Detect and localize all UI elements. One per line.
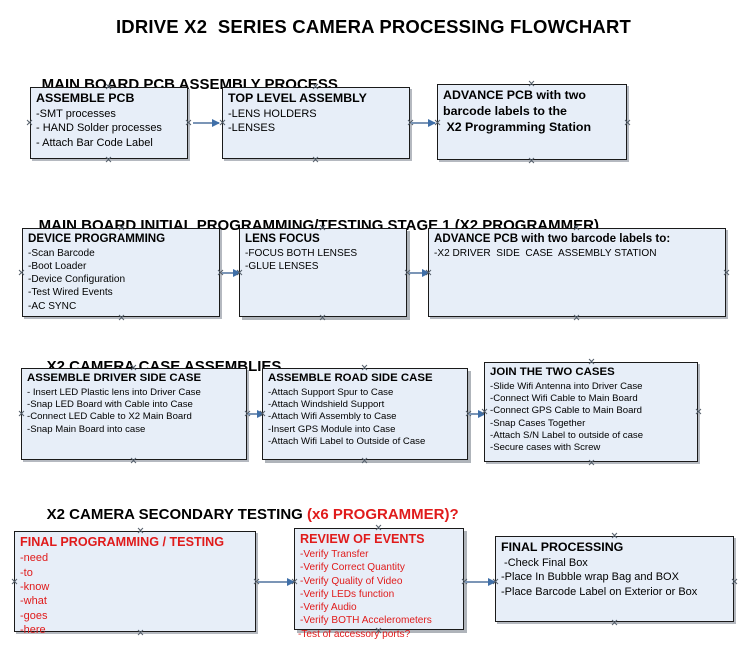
box-advance-pcb-programming-station[interactable]: ADVANCE PCB with two barcode labels to t… xyxy=(437,84,627,160)
page-title: IDRIVE X2 SERIES CAMERA PROCESSING FLOWC… xyxy=(115,16,632,37)
box-line: -know xyxy=(20,580,50,593)
box-lens-focus[interactable]: LENS FOCUS -FOCUS BOTH LENSES -GLUE LENS… xyxy=(239,228,407,317)
box-assemble-pcb[interactable]: ASSEMBLE PCB -SMT processes - HAND Solde… xyxy=(30,87,188,159)
box-line: -Secure cases with Screw xyxy=(490,442,601,454)
box-assemble-driver-side-case[interactable]: ASSEMBLE DRIVER SIDE CASE - Insert LED P… xyxy=(21,368,247,460)
box-title: ADVANCE PCB with two xyxy=(443,88,586,102)
box-title: ASSEMBLE ROAD SIDE CASE xyxy=(268,372,433,384)
arrow-lensfocus-to-advance xyxy=(409,268,430,277)
box-line: -Slide Wifi Antenna into Driver Case xyxy=(490,380,643,392)
box-line: -AC SYNC xyxy=(28,300,77,312)
box-title: LENS FOCUS xyxy=(245,232,320,245)
box-line: -Attach Windshield Support xyxy=(268,399,385,411)
box-join-the-two-cases[interactable]: JOIN THE TWO CASES -Slide Wifi Antenna i… xyxy=(484,362,698,462)
box-line: -Connect LED Cable to X2 Main Board xyxy=(27,411,192,423)
box-line: -Place Barcode Label on Exterior or Box xyxy=(501,585,698,598)
box-line: -Verify LEDs function xyxy=(300,588,395,600)
box-line: X2 Programming Station xyxy=(443,120,592,135)
arrow-driver-to-road xyxy=(248,409,265,418)
box-line: -Connect GPS Cable to Main Board xyxy=(490,405,642,417)
box-line: -Snap Cases Together xyxy=(490,417,586,429)
box-line: -LENSES xyxy=(228,122,276,135)
box-line: -FOCUS BOTH LENSES xyxy=(245,248,358,260)
box-title: ADVANCE PCB with two barcode labels to: xyxy=(434,232,671,245)
box-line: -Attach S/N Label to outside of case xyxy=(490,429,644,441)
box-line: -Boot Loader xyxy=(28,261,87,273)
box-title: FINAL PROGRAMMING / TESTING xyxy=(20,535,225,549)
arrow-device-to-lensfocus xyxy=(222,268,241,277)
box-line: -Attach Wifi Assembly to Case xyxy=(268,411,397,423)
box-line: -Connect Wifi Cable to Main Board xyxy=(490,393,638,405)
box-line: -Verify Audio xyxy=(300,601,357,613)
box-line: - HAND Solder processes xyxy=(36,122,162,135)
box-line: -Verify BOTH Accelerometers xyxy=(300,614,432,626)
box-title: ASSEMBLE PCB xyxy=(36,91,135,105)
box-title: JOIN THE TWO CASES xyxy=(490,366,615,378)
arrow-assemble-to-toplevel xyxy=(193,118,220,127)
box-title: REVIEW OF EVENTS xyxy=(300,532,425,546)
box-line: -what xyxy=(20,595,47,608)
arrow-finalprog-to-review xyxy=(258,577,295,586)
box-line: barcode labels to the xyxy=(443,104,567,119)
box-final-processing[interactable]: FINAL PROCESSING -Check Final Box -Place… xyxy=(495,536,734,622)
box-line: -Attach Support Spur to Case xyxy=(268,386,394,398)
section-heading-4-text: X2 CAMERA SECONDARY TESTING xyxy=(46,506,307,523)
box-line: -Verify Transfer xyxy=(300,549,369,561)
box-assemble-road-side-case[interactable]: ASSEMBLE ROAD SIDE CASE -Attach Support … xyxy=(262,368,468,460)
box-line: -Verify Correct Quantity xyxy=(300,562,405,574)
box-line: - Insert LED Plastic lens into Driver Ca… xyxy=(27,386,201,398)
box-line: -Snap LED Board with Cable into Case xyxy=(27,399,193,411)
box-line: -Scan Barcode xyxy=(28,248,95,260)
section-heading-4: X2 CAMERA SECONDARY TESTING (x6 PROGRAMM… xyxy=(30,489,459,540)
box-title: TOP LEVEL ASSEMBLY xyxy=(228,91,367,105)
box-line: - Attach Bar Code Label xyxy=(36,136,153,149)
arrow-road-to-join xyxy=(469,409,486,418)
box-overflow-line: -Test of accessory ports? xyxy=(298,629,411,640)
box-device-programming[interactable]: DEVICE PROGRAMMING -Scan Barcode -Boot L… xyxy=(22,228,220,317)
box-line: -LENS HOLDERS xyxy=(228,108,317,121)
box-final-programming-testing[interactable]: FINAL PROGRAMMING / TESTING -need -to -k… xyxy=(14,531,256,636)
box-line: -here xyxy=(20,623,46,636)
box-line: -Place In Bubble wrap Bag and BOX xyxy=(501,571,679,584)
box-title: FINAL PROCESSING xyxy=(501,540,624,554)
box-line: -SMT processes xyxy=(36,108,116,121)
box-line: -Attach Wifi Label to Outside of Case xyxy=(268,435,426,447)
box-line: -Test Wired Events xyxy=(28,287,113,299)
box-line: -Check Final Box xyxy=(501,557,588,570)
box-line: -Snap Main Board into case xyxy=(27,423,146,435)
box-line: -GLUE LENSES xyxy=(245,261,319,273)
box-title: ASSEMBLE DRIVER SIDE CASE xyxy=(27,372,202,384)
box-line: -Device Configuration xyxy=(28,274,126,286)
section-heading-4-accent: (x6 PROGRAMMER)? xyxy=(306,506,459,523)
box-line: -X2 DRIVER SIDE CASE ASSEMBLY STATION xyxy=(434,248,657,260)
arrow-toplevel-to-advance xyxy=(411,118,436,127)
box-line: -Insert GPS Module into Case xyxy=(268,423,396,435)
box-title: DEVICE PROGRAMMING xyxy=(28,232,166,245)
box-line: -need xyxy=(20,552,49,565)
box-line: -Verify Quality of Video xyxy=(300,575,403,587)
box-review-of-events[interactable]: REVIEW OF EVENTS -Verify Transfer -Verif… xyxy=(294,528,464,630)
box-line: -goes xyxy=(20,609,48,622)
box-top-level-assembly[interactable]: TOP LEVEL ASSEMBLY -LENS HOLDERS -LENSES xyxy=(222,87,410,159)
arrow-review-to-finalprocessing xyxy=(465,577,496,586)
box-line: -to xyxy=(20,566,33,579)
box-advance-pcb-driver-side[interactable]: ADVANCE PCB with two barcode labels to: … xyxy=(428,228,726,317)
